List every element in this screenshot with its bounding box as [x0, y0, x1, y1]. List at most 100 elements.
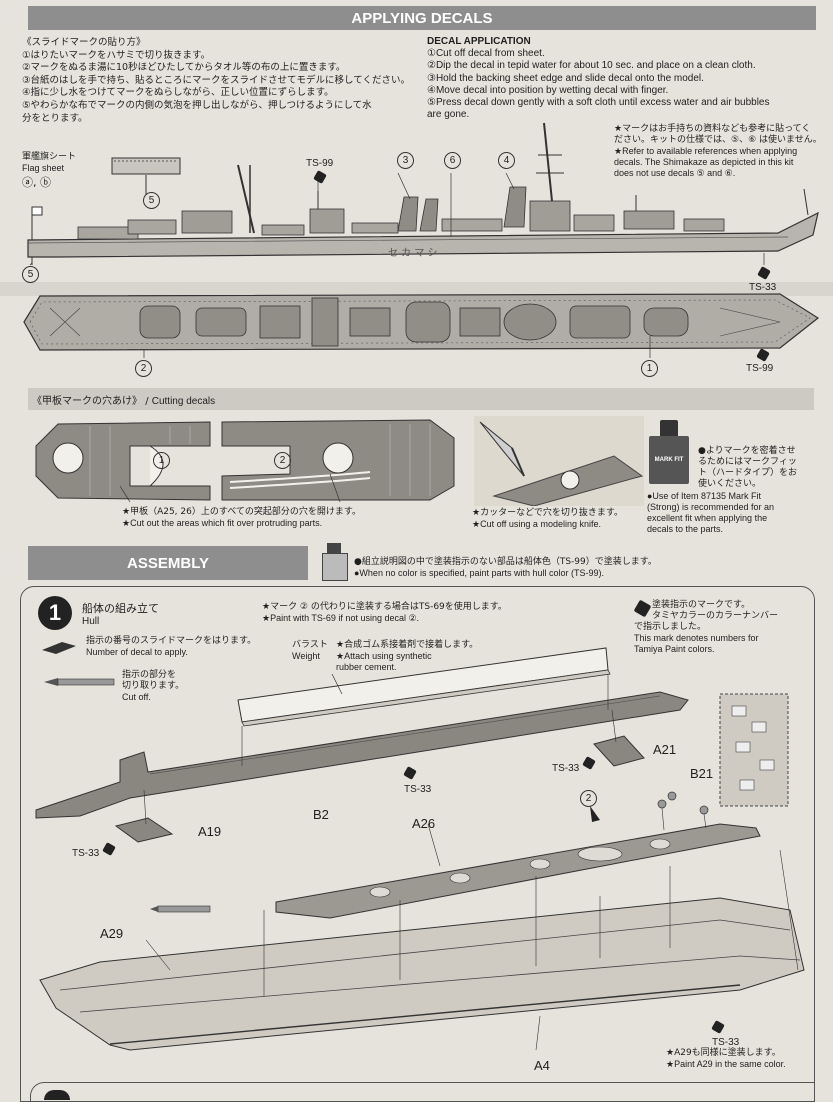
cutting-heading-jp: 《甲板マークの穴あけ》	[32, 396, 142, 407]
rubber-en: ★Attach using synthetic	[336, 651, 432, 661]
jp-step: ①はりたいマークをハサミで切り抜きます。	[22, 49, 211, 61]
rubber-en: rubber cement.	[336, 662, 397, 672]
cutting-areas-en: ★Cut out the areas which fit over protru…	[122, 518, 323, 528]
cutting-areas-jp: ★甲板（A25, 26）上のすべての突起部分の穴を開けます。	[122, 507, 361, 517]
knife-note-en: ★Cut off using a modeling knife.	[472, 519, 601, 529]
part-a29-label: A29	[100, 926, 124, 941]
paint-ts99-label: TS-99	[306, 158, 334, 169]
assembly-title: ASSEMBLY	[127, 554, 209, 572]
a29-paint-note: ★A29も同様に塗装します。 ★Paint A29 in the same co…	[666, 1048, 786, 1070]
markfit-jp-line: ト（ハードタイプ）をお	[698, 468, 798, 478]
mark-jp-line: タミヤカラーのカラーナンバー	[652, 611, 779, 621]
en-step: ⑤Press decal down gently with a soft clo…	[427, 97, 770, 109]
en-step: ①Cut off decal from sheet.	[427, 48, 545, 60]
ship-top-view	[23, 293, 820, 358]
note-jp-line: ★マークはお手持ちの資料なども参考に貼ってく	[614, 124, 811, 134]
decal-callout-3: 3	[397, 152, 414, 169]
decal-legend: 指示の番号のスライドマークをはります。 Number of decal to a…	[86, 636, 256, 658]
markfit-note-jp: ●よりマークを密着させ るためにはマークフィッ ト（ハードタイプ）をお 使いくだ…	[698, 446, 797, 490]
applying-decals-title: APPLYING DECALS	[351, 9, 493, 27]
decal-callout-4: 4	[498, 152, 515, 169]
jp-step: ②マークをぬるま湯に10秒ほどひたしてからタオル等の布の上に置きます。	[22, 62, 346, 74]
cut-legend-jp: 指示の部分を	[122, 670, 177, 680]
part-a4-label: A4	[534, 1058, 550, 1073]
paint-ts33-label: TS-33	[72, 848, 100, 859]
en-step: ③Hold the backing sheet edge and slide d…	[427, 72, 704, 84]
mark-jp-line: で指示しました。	[634, 622, 707, 632]
note-en-line: ★Refer to available references when appl…	[614, 146, 798, 156]
step-number-text: 1	[48, 600, 62, 625]
part-a21-label: A21	[653, 742, 677, 757]
ts69-note-en: ★Paint with TS-69 if not using decal ②.	[262, 613, 420, 623]
mark-jp-line: 塗装指示のマークです。	[652, 600, 751, 610]
paint-mark-legend: で指示しました。 This mark denotes numbers for T…	[634, 622, 759, 655]
rubber-cement-note: ★合成ゴム系接着剤で接着します。 ★Attach using synthetic…	[336, 640, 478, 673]
mark-en-line: Tamiya Paint colors.	[634, 644, 715, 654]
ballast-jp: バラスト	[292, 640, 328, 650]
paint-note-en: ●When no color is specified, paint parts…	[354, 568, 605, 578]
knife-icon	[44, 672, 116, 686]
step-title-en: Hull	[82, 616, 100, 627]
step-title-jp: 船体の組み立て	[82, 602, 159, 615]
markfit-en-line: (Strong) is recommended for an	[647, 502, 775, 512]
jp-heading: 《スライドマークの貼り方》	[22, 37, 146, 48]
paint-note: ●組立説明図の中で塗装指示のない部品は船体色（TS-99）で塗装します。 ●Wh…	[354, 557, 657, 579]
mark-fit-bottle-label: MARK FIT	[654, 457, 684, 463]
next-step-number	[44, 1090, 70, 1100]
assembly-banner: ASSEMBLY	[28, 546, 308, 580]
knife-illustration	[474, 416, 644, 506]
flag-marks: ⓐ, ⓑ	[22, 176, 51, 189]
jp-step: ③台紙のはしを手で持ち、貼るところにマークをスライドさせてモデルに移してください…	[22, 74, 410, 86]
decal-callout-6: 6	[444, 152, 461, 169]
markfit-note-en: ●Use of Item 87135 Mark Fit (Strong) is …	[647, 491, 774, 535]
decal-note: ★マークはお手持ちの資料なども参考に貼ってく ださい。キットの仕様では、⑤、⑥ …	[614, 124, 822, 179]
markfit-jp-line: ●よりマークを密着させ	[698, 446, 796, 456]
cutting-callout-2: 2	[274, 452, 291, 469]
applying-decals-banner: APPLYING DECALS	[28, 6, 816, 30]
a29-note-en: ★Paint A29 in the same color.	[666, 1059, 786, 1069]
en-step: ②Dip the decal in tepid water for about …	[427, 60, 756, 72]
cut-legend: 指示の部分を 切り取ります。 Cut off.	[122, 670, 184, 703]
decal-instructions-jp: 《スライドマークの貼り方》 ①はりたいマークをハサミで切り抜きます。 ②マークを…	[22, 37, 410, 125]
cutting-callout-1: 1	[153, 452, 170, 469]
note-jp-line: ださい。キットの仕様では、⑤、⑥ は使いません。	[614, 135, 822, 145]
ts69-note-jp: ★マーク ② の代わりに塗装する場合はTS-69を使用します。	[262, 602, 507, 612]
decal-instructions-en: DECAL APPLICATION ①Cut off decal from sh…	[427, 36, 769, 121]
decal-callout-2-assembly: 2	[580, 790, 597, 807]
knife-note-jp: ★カッターなどで穴を切り抜きます。	[472, 508, 623, 518]
paint-ts33-label: TS-33	[749, 282, 777, 293]
a29-note-jp: ★A29も同様に塗装します。	[666, 1048, 781, 1058]
flag-sheet-jp: 軍艦旗シート	[22, 152, 77, 162]
decal-arrow-icon	[40, 640, 78, 654]
decal-callout-5: 5	[143, 192, 160, 209]
cutting-areas-note: ★甲板（A25, 26）上のすべての突起部分の穴を開けます。 ★Cut out …	[122, 507, 361, 529]
part-b2-label: B2	[313, 807, 329, 822]
paint-ts99-label: TS-99	[746, 363, 774, 374]
step-number: 1	[38, 596, 72, 630]
deck-decal-illustration	[35, 419, 455, 503]
markfit-en-line: ●Use of Item 87135 Mark Fit	[647, 491, 761, 501]
mark-fit-bottle-icon: MARK FIT	[649, 420, 689, 486]
cutting-heading-sep: /	[145, 396, 149, 407]
note-en-line: does not use decals ⑤ and ⑥.	[614, 168, 736, 178]
mark-en-line: This mark denotes numbers for	[634, 633, 759, 643]
jp-step: 分をとります。	[22, 112, 88, 124]
en-step: ④Move decal into position by wetting dec…	[427, 84, 669, 96]
rubber-jp: ★合成ゴム系接着剤で接着します。	[336, 640, 479, 650]
paint-note-jp: ●組立説明図の中で塗装指示のない部品は船体色（TS-99）で塗装します。	[354, 557, 657, 567]
step-title: 船体の組み立て Hull	[82, 600, 159, 627]
decal-callout-1-topview: 1	[641, 360, 658, 377]
paint-ts33-label: TS-33	[712, 1037, 740, 1048]
jp-step: ⑤やわらかな布でマークの内側の気泡を押し出しながら、押しつけるようにして水	[22, 99, 372, 111]
hull-assembly-diagram	[35, 647, 805, 1051]
en-heading: DECAL APPLICATION	[427, 36, 531, 47]
paint-ts33-label: TS-33	[404, 784, 432, 795]
cutting-heading-en: Cutting decals	[151, 396, 216, 407]
ship-name-decal: セ カ マ シ	[388, 248, 438, 259]
flag-sheet-label: 軍艦旗シート Flag sheet ⓐ, ⓑ	[22, 152, 76, 188]
cutting-decals-header	[28, 388, 814, 410]
markfit-en-line: decals to the parts.	[647, 524, 724, 534]
ship-side-profile	[27, 122, 819, 266]
flag-sheet-en: Flag sheet	[22, 163, 65, 173]
markfit-jp-line: 使いください。	[698, 479, 762, 489]
